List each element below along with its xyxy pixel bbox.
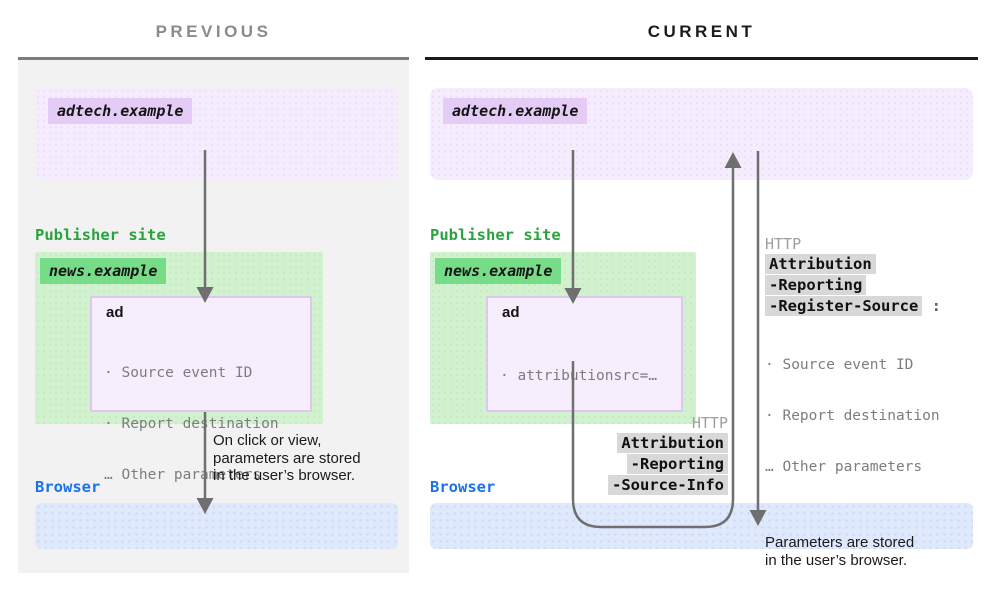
current-column-title: CURRENT	[647, 22, 756, 41]
header-chip: -Reporting	[626, 454, 728, 474]
caption-line: in the user’s browser.	[213, 467, 356, 484]
header-chip: -Reporting	[765, 275, 867, 295]
browser-box-previous	[35, 503, 398, 549]
publisher-site-label-current: Publisher site	[430, 226, 561, 244]
header-colon: :	[922, 297, 941, 315]
header-chip: -Source-Info	[608, 475, 728, 495]
storage-caption-previous: On click or view, parameters are stored …	[213, 432, 361, 485]
ad-parameter: · Report destination	[104, 416, 279, 432]
ad-parameter: … Other parameters	[104, 467, 262, 483]
adtech-domain-label: adtech.example	[48, 98, 193, 124]
ad-parameter: · attributionsrc=…	[500, 368, 658, 384]
http-request-headers: HTTP Attribution -Reporting -Source-Info	[558, 413, 728, 496]
ad-parameters-list: · attributionsrc=…	[500, 334, 657, 419]
ad-box-previous: ad · Source event ID · Report destinatio…	[90, 296, 312, 483]
header-chip: Attribution	[765, 254, 876, 274]
adtech-site-box-previous: adtech.example	[35, 88, 398, 180]
response-parameter: · Source event ID	[765, 357, 914, 373]
publisher-site-label-previous: Publisher site	[35, 226, 166, 244]
previous-column-title: PREVIOUS	[155, 22, 272, 41]
ad-parameters-list: · Source event ID · Report destination ……	[104, 331, 279, 518]
http-protocol-label: HTTP	[691, 414, 728, 432]
ad-title: ad	[502, 304, 520, 321]
ad-parameter: · Source event ID	[104, 365, 253, 381]
http-protocol-label: HTTP	[765, 235, 802, 253]
news-domain-label: news.example	[435, 258, 562, 284]
response-parameters-list: · Source event ID · Report destination ……	[765, 323, 990, 510]
response-parameter: … Other parameters	[765, 459, 923, 475]
storage-caption-current: Parameters are stored in the user’s brow…	[765, 534, 990, 569]
caption-line: in the user’s browser.	[765, 551, 908, 569]
caption-line: parameters are stored	[213, 449, 361, 467]
http-response-headers: HTTP Attribution -Reporting -Register-So…	[765, 234, 990, 569]
adtech-site-box-current: adtech.example	[430, 88, 973, 180]
browser-label-current: Browser	[430, 478, 496, 496]
news-domain-label: news.example	[40, 258, 167, 284]
response-parameter: · Report destination	[765, 408, 940, 424]
ad-title: ad	[106, 304, 124, 321]
header-chip: -Register-Source	[765, 296, 923, 316]
ad-box-current: ad · attributionsrc=…	[486, 296, 683, 412]
adtech-domain-label: adtech.example	[443, 98, 588, 124]
caption-line: On click or view,	[213, 432, 322, 449]
header-chip: Attribution	[617, 433, 728, 453]
caption-line: Parameters are stored	[765, 534, 915, 551]
browser-label-previous: Browser	[35, 478, 101, 496]
